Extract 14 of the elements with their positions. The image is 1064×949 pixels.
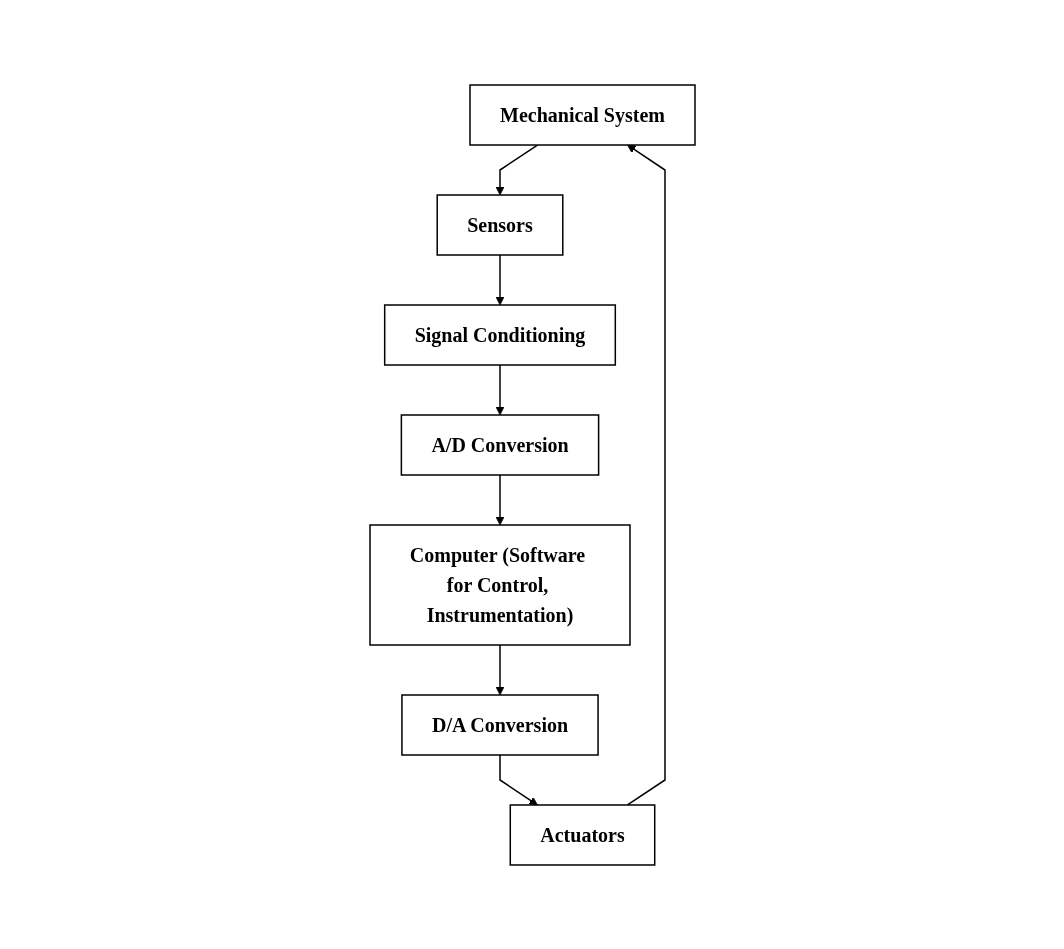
arrow: [495, 363, 504, 415]
arrow: [495, 253, 504, 305]
node-box: Sensors: [435, 193, 564, 256]
arrow: [495, 473, 504, 525]
node-box: D/A Conversion: [400, 693, 599, 756]
node-box: A/D Conversion: [400, 413, 599, 476]
arrow: [495, 643, 504, 695]
node-box: Computer (Software for Control, Instrumentation): [368, 523, 631, 646]
node-box: Mechanical System: [468, 83, 696, 146]
arrow: [495, 143, 538, 195]
arrow: [498, 753, 538, 805]
arrow: [626, 144, 666, 806]
node-box: Signal Conditioning: [383, 303, 616, 366]
node-box: Actuators: [509, 803, 655, 866]
